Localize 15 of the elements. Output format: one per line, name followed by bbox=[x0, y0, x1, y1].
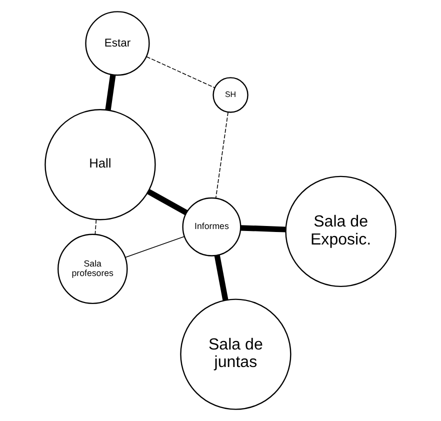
node-circle: Sala de Exposic. bbox=[285, 176, 396, 288]
node-circle: SH bbox=[212, 77, 248, 113]
connector bbox=[105, 74, 116, 110]
connector bbox=[214, 254, 228, 301]
connector bbox=[94, 219, 97, 235]
node-circle: Sala de juntas bbox=[180, 298, 292, 410]
node-circle: Hall bbox=[44, 109, 156, 220]
connector bbox=[124, 236, 185, 258]
connector bbox=[147, 189, 188, 216]
connector bbox=[215, 112, 228, 198]
node-circle: Estar bbox=[85, 11, 150, 76]
connector bbox=[146, 56, 216, 88]
connector bbox=[240, 225, 286, 232]
node-circle: Informes bbox=[182, 197, 242, 256]
node-circle: Sala profesores bbox=[58, 234, 128, 304]
